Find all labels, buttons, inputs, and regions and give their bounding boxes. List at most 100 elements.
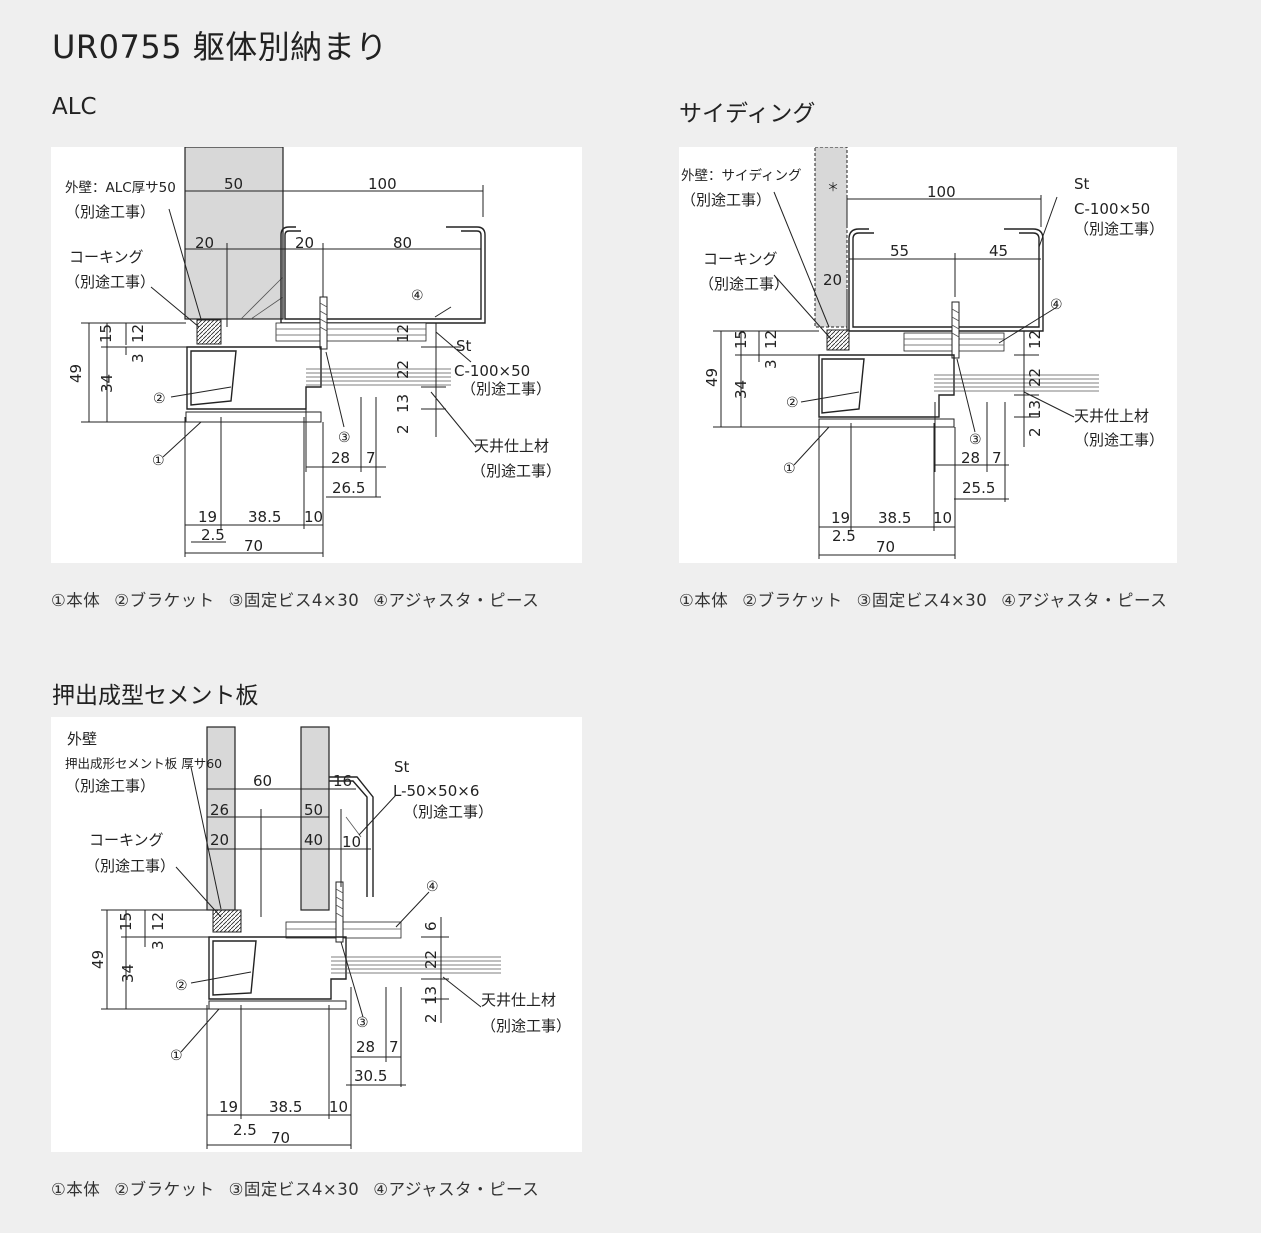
legend-adjuster: ④アジャスタ・ピース	[373, 591, 540, 610]
dim-26-5: 26.5	[332, 479, 365, 497]
alc-wall-panel	[184, 147, 284, 320]
legend-body: ①本体	[51, 1180, 101, 1199]
siding-caulking	[826, 329, 850, 351]
dim-28: 28	[331, 449, 350, 467]
cement-wall-note: （別途工事）	[65, 777, 155, 795]
dim-25-5: 25.5	[962, 479, 995, 497]
dim-50: 50	[304, 801, 323, 819]
dim-50: 50	[224, 175, 243, 193]
dim-13: 13	[422, 986, 440, 1005]
cement-steel-note: （別途工事）	[403, 803, 493, 821]
dim-34: 34	[732, 380, 750, 399]
legend-screw: ③固定ビス4×30	[228, 591, 360, 610]
alc-main-body	[186, 346, 322, 410]
dim-7: 7	[366, 449, 376, 467]
cement-detail-drawing: 外壁 押出成形セメント板 厚サ60 （別途工事） コーキング （別途工事） St…	[65, 726, 571, 1149]
siding-steel-note: （別途工事）	[1074, 220, 1164, 238]
dim-26: 26	[210, 801, 229, 819]
dim-10-top: 10	[342, 833, 361, 851]
page-title: UR0755 躯体別納まり	[52, 28, 388, 66]
cement-steel-angle	[329, 776, 374, 897]
dim-22: 22	[394, 360, 412, 379]
dim-49: 49	[703, 368, 721, 387]
marker-4: ④	[426, 879, 439, 895]
dim-70: 70	[876, 538, 895, 556]
alc-steel-label: C-100×50	[454, 362, 530, 380]
dim-12b: 12	[1026, 330, 1044, 349]
cement-fixing-screw	[335, 881, 344, 943]
legend-bracket: ②ブラケット	[742, 591, 843, 610]
alc-drawing-panel: 外壁：ALC厚サ50 （別途工事） コーキング （別途工事） St C-100×…	[51, 147, 582, 563]
dim-100: 100	[368, 175, 397, 193]
dim-12b: 12	[394, 324, 412, 343]
cement-caulking-note: （別途工事）	[85, 857, 175, 875]
dim-22: 22	[1026, 368, 1044, 387]
siding-detail-drawing: 外壁：サイディング （別途工事） コーキング （別途工事） ＊ St C-100…	[681, 147, 1164, 559]
siding-steel-label: C-100×50	[1074, 200, 1150, 218]
cement-st-label: St	[394, 758, 410, 776]
alc-wall-label: 外壁：ALC厚サ50	[65, 180, 176, 196]
alc-wall-note: （別途工事）	[65, 203, 155, 221]
marker-3: ③	[356, 1015, 369, 1031]
alc-steel-channel	[284, 230, 482, 320]
dim-34: 34	[98, 374, 116, 393]
section-title-cement: 押出成型セメント板	[52, 683, 259, 709]
alc-detail-drawing: 外壁：ALC厚サ50 （別途工事） コーキング （別途工事） St C-100×…	[65, 147, 561, 557]
dim-6: 6	[422, 921, 440, 931]
siding-caulking-label: コーキング	[703, 250, 778, 268]
cement-wall-label: 外壁	[67, 730, 97, 748]
marker-3: ③	[338, 430, 351, 446]
dim-20: 20	[823, 271, 842, 289]
dim-3: 3	[762, 359, 780, 369]
alc-ceiling-label: 天井仕上材	[474, 437, 549, 455]
dim-80: 80	[393, 234, 412, 252]
dim-16: 16	[333, 772, 352, 790]
alc-caulking-note: （別途工事）	[65, 273, 155, 291]
alc-ceiling-material	[306, 368, 451, 386]
siding-st-label: St	[1074, 175, 1090, 193]
marker-4: ④	[411, 288, 424, 304]
dim-22: 22	[422, 950, 440, 969]
dim-19: 19	[219, 1098, 238, 1116]
siding-wall-label: 外壁：サイディング	[681, 167, 802, 184]
alc-st-label: St	[456, 337, 472, 355]
dim-70: 70	[271, 1129, 290, 1147]
siding-steel-channel	[852, 232, 1040, 328]
dim-38-5: 38.5	[248, 508, 281, 526]
dim-49: 49	[67, 364, 85, 383]
siding-wall-panel	[814, 147, 848, 328]
dim-19: 19	[831, 509, 850, 527]
alc-adjuster-piece	[275, 322, 427, 342]
marker-1: ①	[170, 1048, 183, 1064]
dim-38-5: 38.5	[269, 1098, 302, 1116]
dim-2-5: 2.5	[201, 526, 225, 544]
dim-13: 13	[1026, 400, 1044, 419]
dim-45: 45	[989, 242, 1008, 260]
dim-3: 3	[149, 940, 167, 950]
section-title-siding: サイディング	[679, 101, 816, 127]
marker-2: ②	[153, 391, 166, 407]
cement-caulking-label: コーキング	[89, 831, 164, 849]
dim-19: 19	[198, 508, 217, 526]
marker-1: ①	[783, 461, 796, 477]
dim-20-wall: 20	[195, 234, 214, 252]
dim-38-5: 38.5	[878, 509, 911, 527]
marker-2: ②	[786, 395, 799, 411]
dim-60: 60	[253, 772, 272, 790]
dim-13: 13	[394, 394, 412, 413]
legend-body: ①本体	[51, 591, 101, 610]
dim-15: 15	[97, 324, 115, 343]
dim-12a: 12	[129, 324, 147, 343]
dim-3: 3	[129, 353, 147, 363]
siding-ceiling-label: 天井仕上材	[1074, 407, 1149, 425]
alc-bracket	[190, 350, 237, 406]
dim-2-5: 2.5	[233, 1121, 257, 1139]
dim-30-5: 30.5	[354, 1067, 387, 1085]
dim-12: 12	[149, 912, 167, 931]
dim-70: 70	[244, 537, 263, 555]
cement-main-body	[208, 936, 347, 1000]
dim-49: 49	[89, 950, 107, 969]
dim-34: 34	[119, 964, 137, 983]
siding-ceiling-note: （別途工事）	[1074, 431, 1164, 449]
